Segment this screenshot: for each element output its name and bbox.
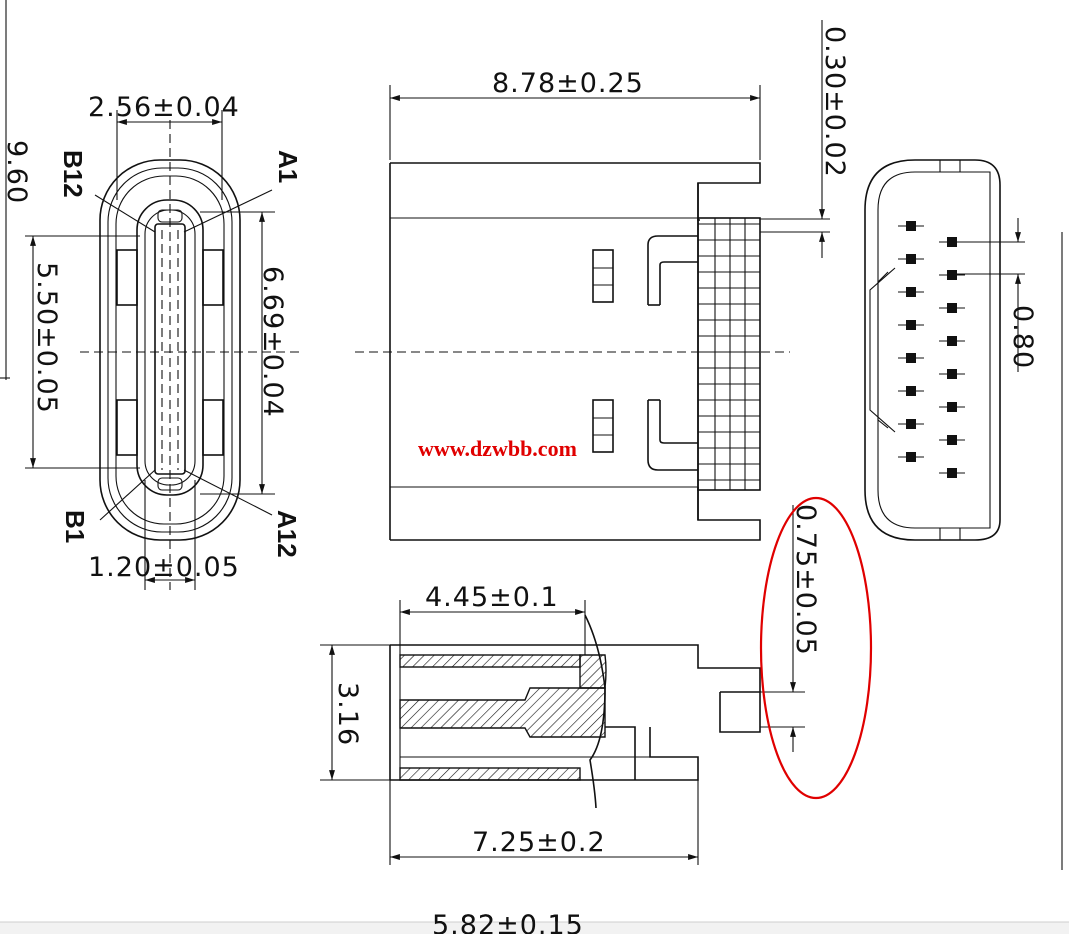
top-dimension-labels: 8.78±0.25 0.30±0.02 bbox=[492, 26, 850, 178]
dim-pin-pitch: 0.80 bbox=[1007, 305, 1038, 369]
dim-bottom-cut-overlay: 5.82±0.15 bbox=[432, 910, 584, 934]
top-view bbox=[355, 20, 830, 541]
pin-label-a1: A1 bbox=[273, 150, 303, 183]
front-view bbox=[0, 0, 300, 590]
dim-side-total-length: 7.25±0.2 bbox=[472, 827, 606, 858]
dim-left-cut: 9.60 bbox=[1, 140, 32, 204]
highlight-ellipse bbox=[759, 496, 873, 800]
dim-outer-height: 6.69±0.04 bbox=[257, 266, 288, 418]
dim-pin-thickness: 0.30±0.02 bbox=[819, 26, 850, 178]
end-view bbox=[864, 159, 1063, 870]
dim-body-length: 8.78±0.25 bbox=[492, 68, 644, 99]
front-dimension-labels: 2.56±0.04 9.60 5.50±0.05 6.69±0.04 1.20±… bbox=[1, 92, 303, 583]
dim-side-height: 3.16 bbox=[332, 682, 363, 746]
bottom-status-strip bbox=[0, 922, 1069, 934]
dim-pin-offset: 0.75±0.05 bbox=[790, 504, 821, 656]
end-view-pins bbox=[898, 221, 965, 478]
dim-side-inner-length: 4.45±0.1 bbox=[425, 582, 559, 613]
pin-label-b1: B1 bbox=[60, 510, 90, 543]
pin-label-b12: B12 bbox=[58, 150, 88, 198]
watermark: www.dzwbb.com bbox=[418, 436, 577, 461]
dim-top-width: 2.56±0.04 bbox=[88, 92, 240, 123]
pin-label-a12: A12 bbox=[272, 510, 302, 558]
side-dimension-labels: 4.45±0.1 3.16 7.25±0.2 0.75±0.05 bbox=[332, 504, 821, 858]
pin-comb bbox=[697, 217, 761, 491]
side-view bbox=[320, 505, 805, 865]
dim-inner-height: 5.50±0.05 bbox=[31, 262, 62, 414]
dim-bottom-width: 1.20±0.05 bbox=[88, 552, 240, 583]
